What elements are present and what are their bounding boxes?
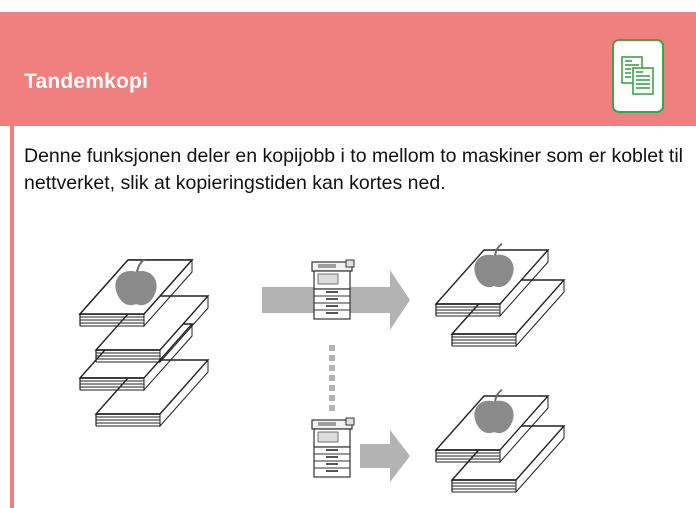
arrow-right-icon — [360, 430, 410, 482]
copier-icon — [311, 417, 355, 478]
section-header: Tandemkopi — [0, 12, 696, 126]
copier-icon — [311, 259, 355, 320]
tandem-copy-icon — [612, 39, 664, 113]
network-link-icon — [329, 345, 335, 411]
page-title: Tandemkopi — [24, 70, 149, 93]
section-side-bar — [10, 126, 14, 508]
top-strip — [0, 0, 696, 12]
document-stack-icon — [435, 388, 565, 493]
tandem-copy-illustration — [60, 220, 600, 505]
document-stack-icon — [435, 242, 565, 347]
description-text: Denne funksjonen deler en kopijobb i to … — [24, 145, 684, 194]
